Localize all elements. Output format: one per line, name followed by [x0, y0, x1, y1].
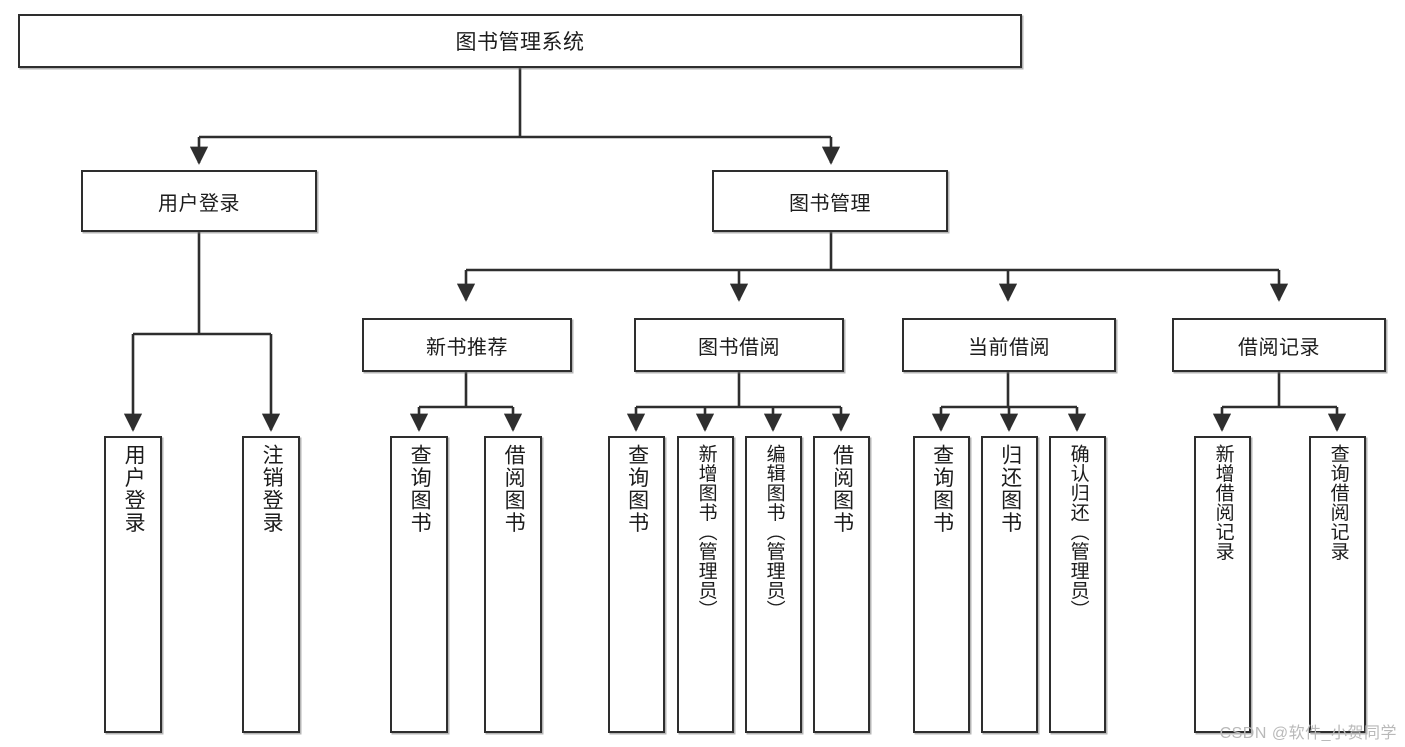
node-label: 查询借阅记录: [1327, 444, 1349, 561]
node-label: 图书借阅: [698, 336, 780, 359]
node-label: 查询图书: [408, 444, 432, 534]
node-label: 编辑图书（管理员）: [763, 444, 785, 620]
node-label: 图书管理系统: [455, 31, 585, 54]
node-label: 查询图书: [930, 444, 954, 534]
leaf-query-borrow-record[interactable]: 查询借阅记录: [1309, 436, 1366, 733]
leaf-query-book-current[interactable]: 查询图书: [913, 436, 970, 733]
node-label: 当前借阅: [968, 336, 1050, 359]
leaf-query-book-recommend[interactable]: 查询图书: [390, 436, 448, 733]
node-label: 借阅图书: [830, 444, 854, 534]
node-label: 图书管理: [789, 192, 871, 215]
leaf-edit-book-admin[interactable]: 编辑图书（管理员）: [745, 436, 802, 733]
node-label: 查询图书: [625, 444, 649, 534]
csdn-watermark: CSDN @软件_小贺同学: [1219, 725, 1397, 742]
node-label: 确认归还（管理员）: [1067, 444, 1089, 620]
leaf-confirm-return-admin[interactable]: 确认归还（管理员）: [1049, 436, 1106, 733]
node-new-book-recommend[interactable]: 新书推荐: [362, 318, 572, 372]
node-book-management[interactable]: 图书管理: [712, 170, 948, 232]
node-user-login[interactable]: 用户登录: [81, 170, 317, 232]
node-label: 借阅记录: [1238, 336, 1320, 359]
node-label: 借阅图书: [502, 444, 526, 534]
node-label: 新增图书（管理员）: [695, 444, 717, 620]
leaf-borrow-book[interactable]: 借阅图书: [813, 436, 870, 733]
leaf-borrow-book-recommend[interactable]: 借阅图书: [484, 436, 542, 733]
leaf-user-login[interactable]: 用户登录: [104, 436, 162, 733]
node-book-borrow[interactable]: 图书借阅: [634, 318, 844, 372]
node-label: 用户登录: [122, 444, 146, 534]
node-label: 新书推荐: [426, 336, 508, 359]
node-borrow-record[interactable]: 借阅记录: [1172, 318, 1386, 372]
node-label: 新增借阅记录: [1212, 444, 1234, 561]
node-label: 归还图书: [998, 444, 1022, 534]
leaf-return-book[interactable]: 归还图书: [981, 436, 1038, 733]
leaf-add-borrow-record[interactable]: 新增借阅记录: [1194, 436, 1251, 733]
node-label: 用户登录: [158, 192, 240, 215]
node-root-system[interactable]: 图书管理系统: [18, 14, 1022, 68]
leaf-add-book-admin[interactable]: 新增图书（管理员）: [677, 436, 734, 733]
leaf-query-book-borrow[interactable]: 查询图书: [608, 436, 665, 733]
node-current-borrow[interactable]: 当前借阅: [902, 318, 1116, 372]
leaf-logout[interactable]: 注销登录: [242, 436, 300, 733]
node-label: 注销登录: [260, 444, 284, 534]
